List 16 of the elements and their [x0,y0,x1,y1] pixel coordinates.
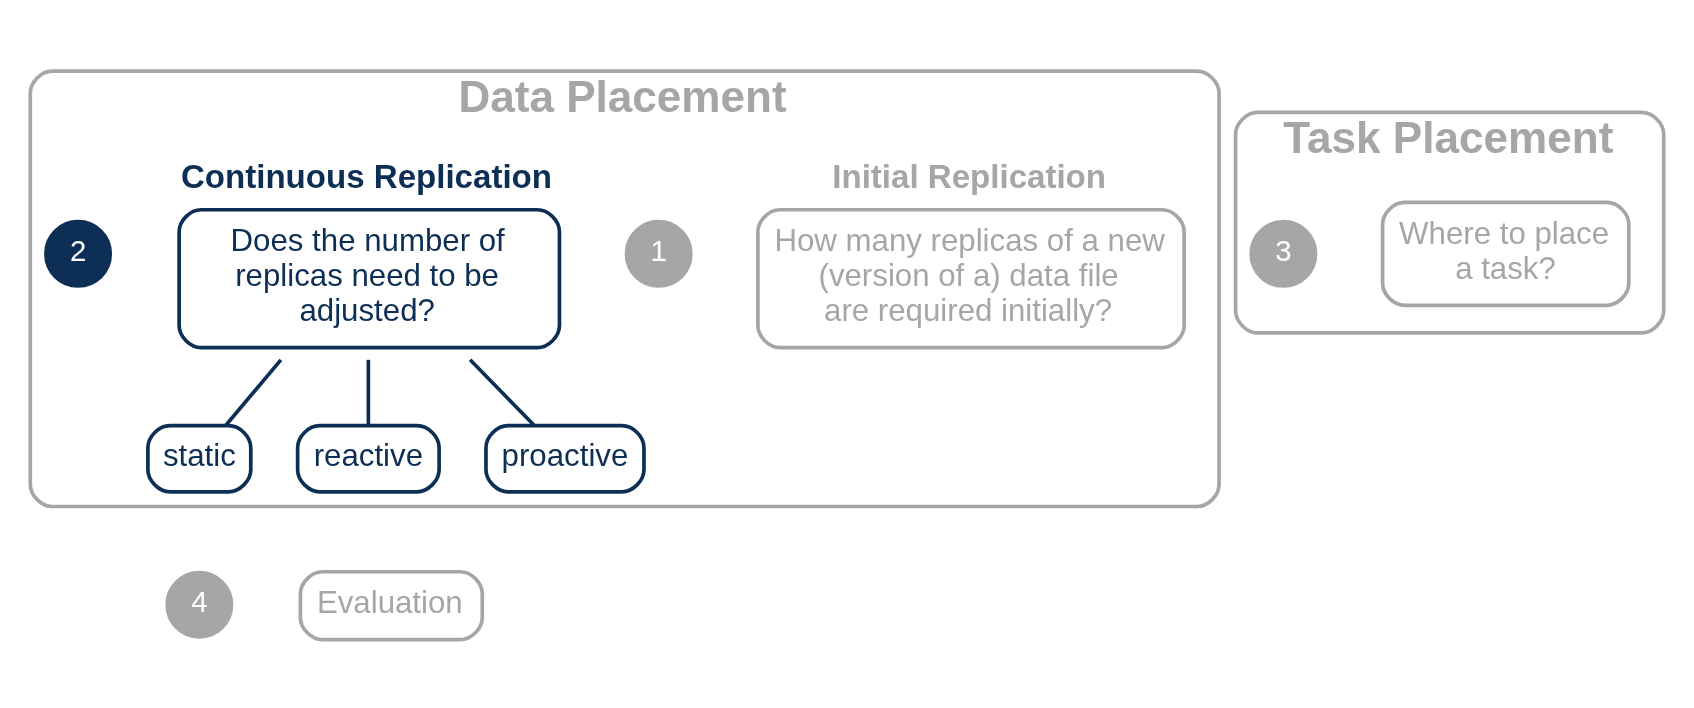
node-box: Evaluation [298,569,485,642]
node-circle: 1 [624,219,693,288]
connector [366,359,371,426]
node-box: Does the number of replicas need to be adjusted? [177,207,562,350]
node-box: reactive [295,423,441,494]
node-circle: 3 [1249,219,1318,288]
node-label: Continuous Replication [180,158,552,196]
node-box: static [146,423,253,494]
node-box: How many replicas of a new (version of a) data file are required initially? [756,207,1186,350]
node-box: Where to place a task? [1380,200,1631,308]
node-circle: 4 [165,570,234,639]
connector [468,358,536,427]
node-box: proactive [484,423,646,494]
node-circle: 2 [44,219,113,288]
node-label: Initial Replication [832,158,1107,196]
connector [224,358,283,427]
